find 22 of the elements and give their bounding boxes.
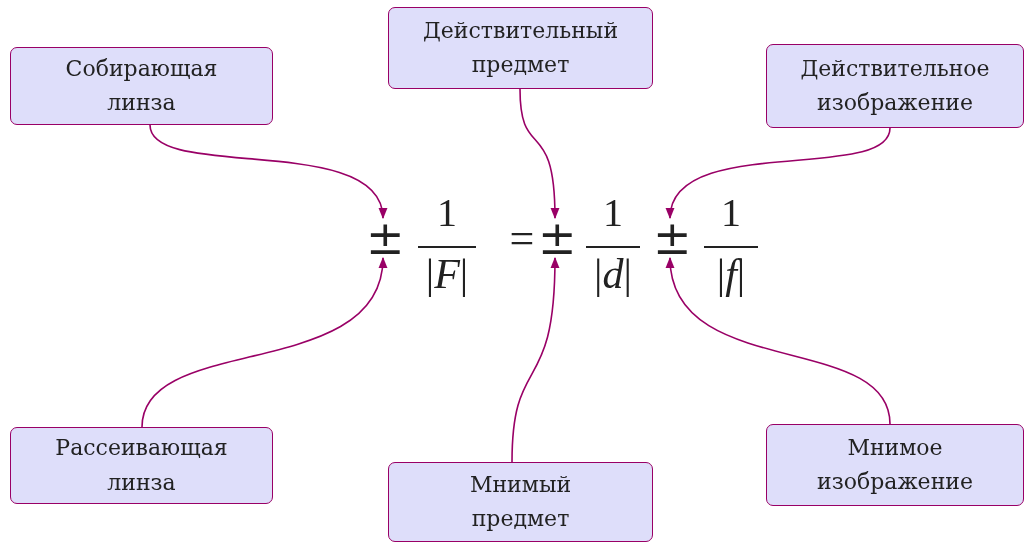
denominator: |d| bbox=[593, 250, 633, 299]
arrow bbox=[141, 256, 386, 428]
arrow bbox=[511, 256, 560, 463]
callout-box: Мнимый предмет bbox=[388, 462, 653, 542]
arrow bbox=[519, 88, 560, 220]
plus-minus-sign: ± bbox=[653, 218, 687, 258]
plus-minus-sign: ± bbox=[366, 218, 400, 258]
callout-box: Действительное изображение bbox=[766, 44, 1024, 128]
callout-box: Мнимое изображение bbox=[766, 424, 1024, 506]
callout-box: Рассеивающая линза bbox=[10, 427, 273, 504]
numerator: 1 bbox=[720, 190, 742, 236]
arrow bbox=[667, 256, 891, 425]
callout-box: Собирающая линза bbox=[10, 47, 273, 125]
equals-sign: = bbox=[508, 214, 536, 265]
denominator: |f| bbox=[715, 250, 747, 299]
numerator: 1 bbox=[436, 190, 458, 236]
arrow bbox=[667, 127, 891, 220]
callout-box: Действительный предмет bbox=[388, 7, 653, 89]
denominator: |F| bbox=[424, 250, 470, 299]
plus-minus-sign: ± bbox=[538, 218, 572, 258]
numerator: 1 bbox=[602, 190, 624, 236]
arrow bbox=[149, 124, 385, 220]
